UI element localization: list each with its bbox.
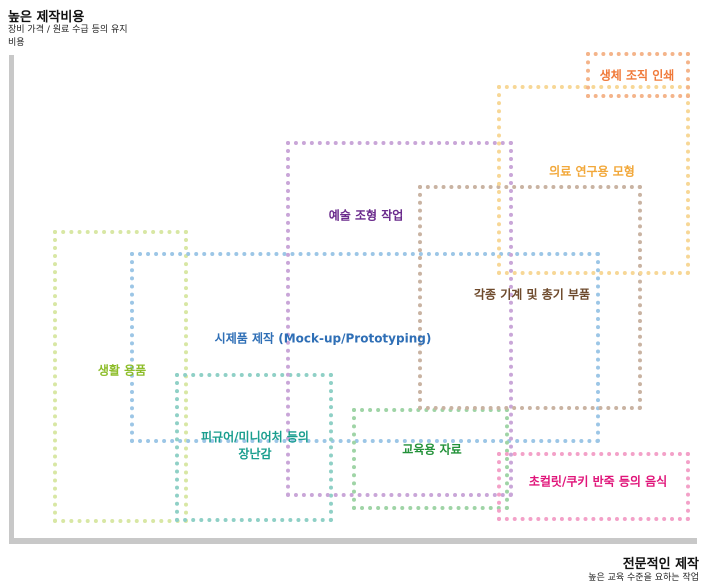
label-machine-parts: 각종 기계 및 총기 부품 <box>473 287 591 302</box>
label-prototype: 시제품 제작 (Mock-up/Prototyping) <box>214 331 432 346</box>
label-figure-toys-line1: 피규어/미니어처 등의 <box>201 430 309 444</box>
x-axis-title: 전문적인 제작 <box>622 557 699 572</box>
label-daily-goods: 생활 용품 <box>97 363 147 378</box>
x-axis-subtitle: 높은 교육 수준을 요하는 작업 <box>588 573 699 583</box>
region-machine-parts <box>418 185 642 410</box>
label-food: 초컬릿/쿠키 반죽 등의 음식 <box>528 474 668 489</box>
label-education: 교육용 자료 <box>402 442 462 457</box>
label-figure-toys: 피규어/미니어처 등의 장난감 <box>201 429 309 463</box>
label-medical-models: 의료 연구용 모형 <box>549 164 635 179</box>
region-art-sculpture <box>286 141 513 497</box>
y-axis-title: 높은 제작비용 <box>8 10 85 25</box>
label-bioprinting: 생체 조직 인쇄 <box>599 68 675 83</box>
y-axis-line <box>9 55 14 544</box>
region-education <box>352 408 509 510</box>
region-figure-toys <box>175 373 333 522</box>
region-bioprinting <box>586 52 690 98</box>
y-axis-subtitle: 장비 가격 / 원료 수급 등의 유지비용 <box>8 25 128 48</box>
label-art-sculpture: 예술 조형 작업 <box>328 208 404 223</box>
region-medical-models <box>497 85 690 275</box>
x-axis-line <box>9 538 697 544</box>
region-food <box>497 452 690 521</box>
region-prototype <box>130 252 600 443</box>
label-figure-toys-line2: 장난감 <box>238 447 272 461</box>
